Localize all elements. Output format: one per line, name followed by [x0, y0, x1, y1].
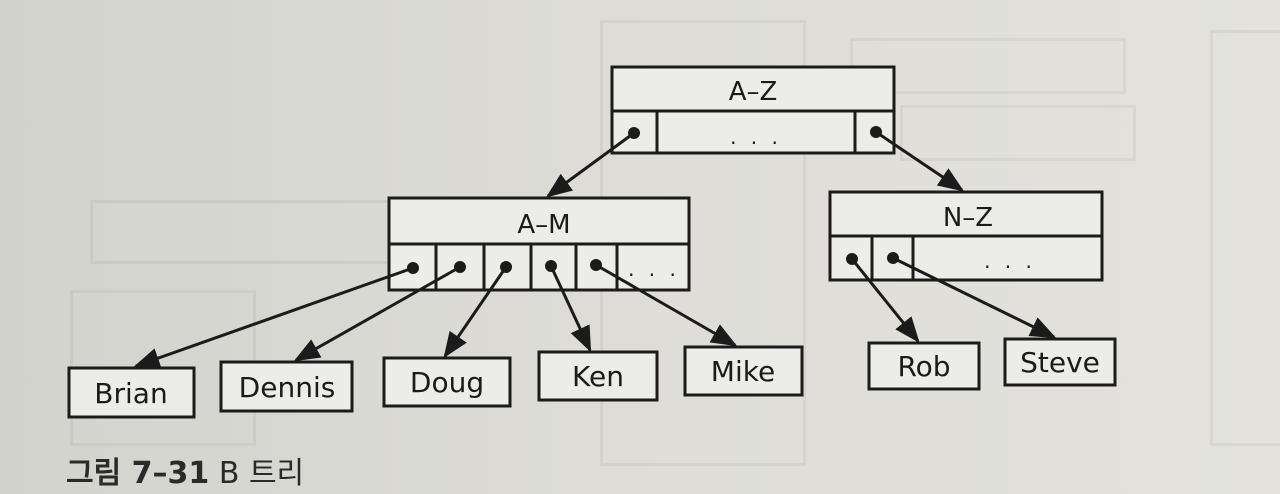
edge-to-dennis	[293, 265, 461, 362]
edge-root-to-right	[875, 130, 965, 192]
left-node-ellipsis: . . .	[628, 257, 680, 281]
leaf-label-mike: Mike	[711, 355, 775, 388]
right-child-node: N–Z . . .	[828, 190, 1104, 282]
leaf-label-rob: Rob	[897, 350, 950, 383]
leaf-box-doug	[382, 356, 512, 408]
leaf-label-dennis: Dennis	[239, 371, 336, 404]
right-node-ellipsis: . . .	[984, 249, 1036, 273]
leaf-label-doug: Doug	[410, 366, 484, 399]
root-node-ellipsis: . . .	[730, 125, 782, 149]
leaf-node: Dennis	[219, 360, 354, 413]
edge-to-brian	[133, 266, 414, 368]
leaf-node: Brian	[67, 366, 196, 419]
right-node-label: N–Z	[943, 203, 993, 233]
root-node: A–Z . . .	[610, 65, 896, 155]
figure-number: 그림 7–31	[66, 456, 210, 491]
edge-to-mike	[595, 263, 738, 347]
leaf-box-ken	[537, 350, 659, 402]
leaf-node: Ken	[537, 350, 659, 402]
leaf-box-mike	[683, 345, 804, 397]
leaf-node: Mike	[683, 345, 804, 397]
left-child-node: A–M . . .	[387, 196, 691, 292]
left-node-label: A–M	[517, 210, 570, 240]
leaf-box-steve	[1003, 337, 1117, 387]
leaf-box-brian	[67, 366, 196, 419]
edge-to-rob	[850, 258, 920, 344]
leaf-box-dennis	[219, 360, 354, 413]
leaf-node: Steve	[1003, 337, 1117, 387]
figure-caption: 그림 7–31 B 트리	[66, 448, 304, 492]
edge-root-to-left	[545, 131, 635, 198]
root-node-label: A–Z	[729, 77, 778, 107]
leaf-box-rob	[867, 341, 981, 391]
leaf-node: Doug	[382, 356, 512, 408]
figure-title: B 트리	[218, 456, 305, 491]
edge-to-doug	[443, 266, 508, 359]
leaf-node: Rob	[867, 341, 981, 391]
edge-to-steve	[892, 256, 1057, 339]
leaf-label-brian: Brian	[94, 377, 167, 410]
leaf-label-steve: Steve	[1020, 346, 1100, 379]
edge-to-ken	[549, 265, 592, 353]
leaf-label-ken: Ken	[572, 360, 624, 393]
